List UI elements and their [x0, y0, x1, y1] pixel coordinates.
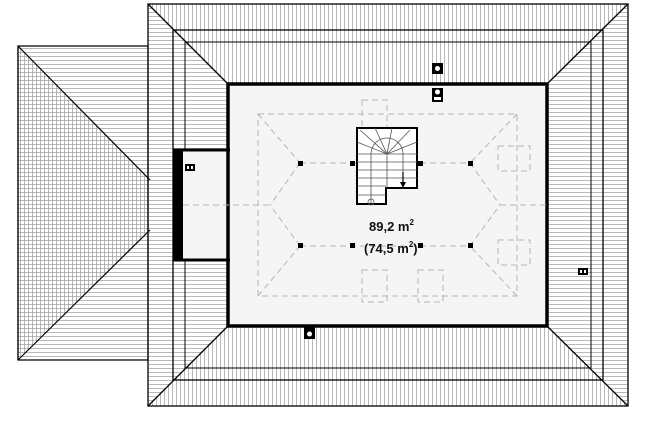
chimney-icon	[432, 63, 443, 74]
left-wing-roof	[17, 45, 151, 361]
staircase	[356, 127, 418, 206]
vent-icon	[578, 268, 588, 275]
attic-floor	[173, 82, 549, 328]
chimney-icon	[304, 325, 315, 339]
area-usable-label: (74,5 m2)	[364, 240, 418, 256]
chimney-icon	[432, 88, 443, 102]
vent-icon	[185, 164, 195, 171]
knee-wall-posts	[298, 161, 473, 248]
area-total-label: 89,2 m2	[369, 218, 414, 234]
